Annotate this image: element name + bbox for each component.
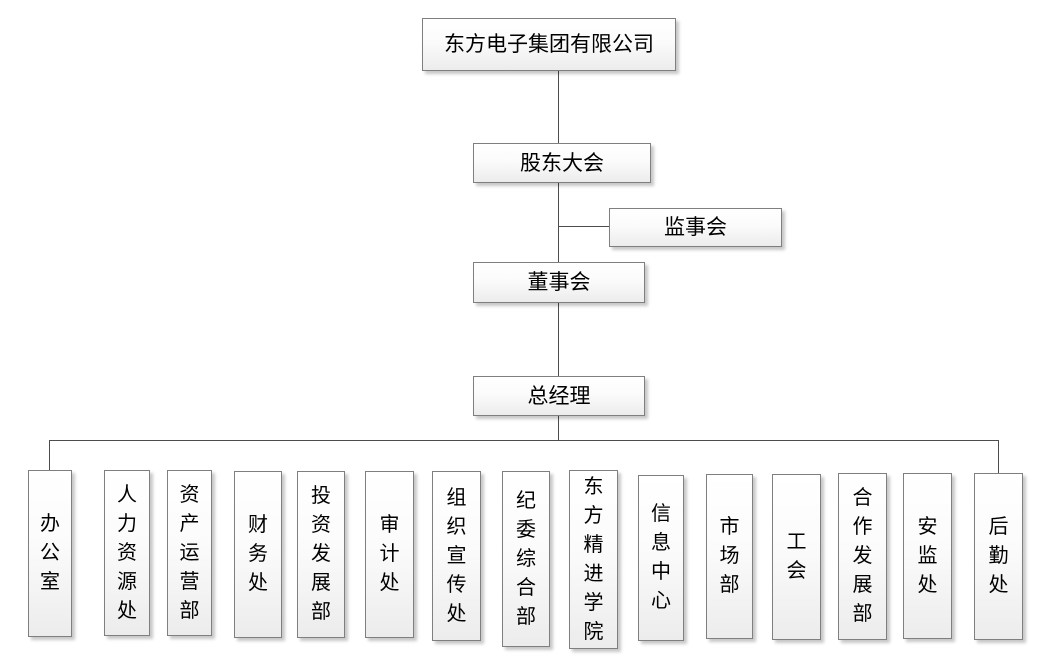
dept-discipline-committee-box: 纪委综合部	[502, 471, 550, 647]
dept-investment-development-box: 投资发展部	[297, 471, 345, 638]
connector-stub-supervisory	[558, 226, 610, 227]
dept-organization-publicity-label: 组织宣传处	[446, 486, 467, 625]
dept-finance-box: 财务处	[234, 471, 282, 638]
dept-cooperation-development-label: 合作发展部	[852, 487, 873, 625]
dept-dongfang-jingjin-academy-box: 东方精进学院	[569, 470, 618, 649]
dept-logistics-label: 后勤处	[988, 516, 1009, 596]
connector-board-to-gm	[558, 303, 559, 376]
dept-audit-label: 审计处	[379, 514, 400, 594]
dept-organization-publicity-box: 组织宣传处	[432, 471, 481, 641]
dept-discipline-committee-label: 纪委综合部	[516, 489, 536, 628]
dept-human-resources-label: 人力资源处	[117, 483, 137, 622]
connector-rail-drop-left	[49, 440, 50, 470]
dept-dongfang-jingjin-academy-label: 东方精进学院	[583, 475, 604, 643]
general-manager-label: 总经理	[527, 383, 591, 408]
dept-information-center-box: 信息中心	[638, 475, 684, 641]
dept-asset-operations-box: 资产运营部	[167, 470, 212, 636]
general-manager-box: 总经理	[473, 376, 645, 416]
dept-logistics-box: 后勤处	[974, 473, 1023, 640]
dept-office-label: 办公室	[40, 513, 60, 593]
company-root-label: 东方电子集团有限公司	[444, 32, 654, 56]
dept-marketing-label: 市场部	[719, 516, 740, 596]
supervisory-board-label: 监事会	[664, 215, 727, 239]
company-root-box: 东方电子集团有限公司	[422, 18, 676, 71]
dept-investment-development-label: 投资发展部	[311, 485, 331, 623]
shareholders-meeting-label: 股东大会	[520, 150, 604, 175]
dept-audit-box: 审计处	[365, 471, 414, 638]
dept-safety-supervision-label: 安监处	[917, 515, 938, 596]
dept-information-center-label: 信息中心	[651, 503, 671, 612]
dept-labor-union-label: 工会	[786, 531, 807, 582]
dept-asset-operations-label: 资产运营部	[179, 483, 200, 622]
dept-finance-label: 财务处	[248, 514, 268, 594]
dept-marketing-box: 市场部	[706, 474, 753, 639]
connector-root-to-shareholders	[558, 71, 559, 143]
dept-human-resources-box: 人力资源处	[104, 470, 150, 636]
shareholders-meeting-box: 股东大会	[473, 143, 651, 183]
dept-office-box: 办公室	[28, 470, 72, 637]
board-of-directors-box: 董事会	[473, 262, 645, 303]
connector-rail	[49, 440, 999, 441]
dept-cooperation-development-box: 合作发展部	[838, 473, 887, 640]
supervisory-board-box: 监事会	[609, 208, 782, 247]
connector-rail-drop-right	[998, 440, 999, 473]
dept-safety-supervision-box: 安监处	[903, 473, 952, 639]
dept-labor-union-box: 工会	[772, 474, 821, 640]
connector-gm-to-rail	[558, 416, 559, 441]
board-of-directors-label: 董事会	[527, 270, 591, 294]
connector-shareholders-to-board	[558, 183, 559, 262]
